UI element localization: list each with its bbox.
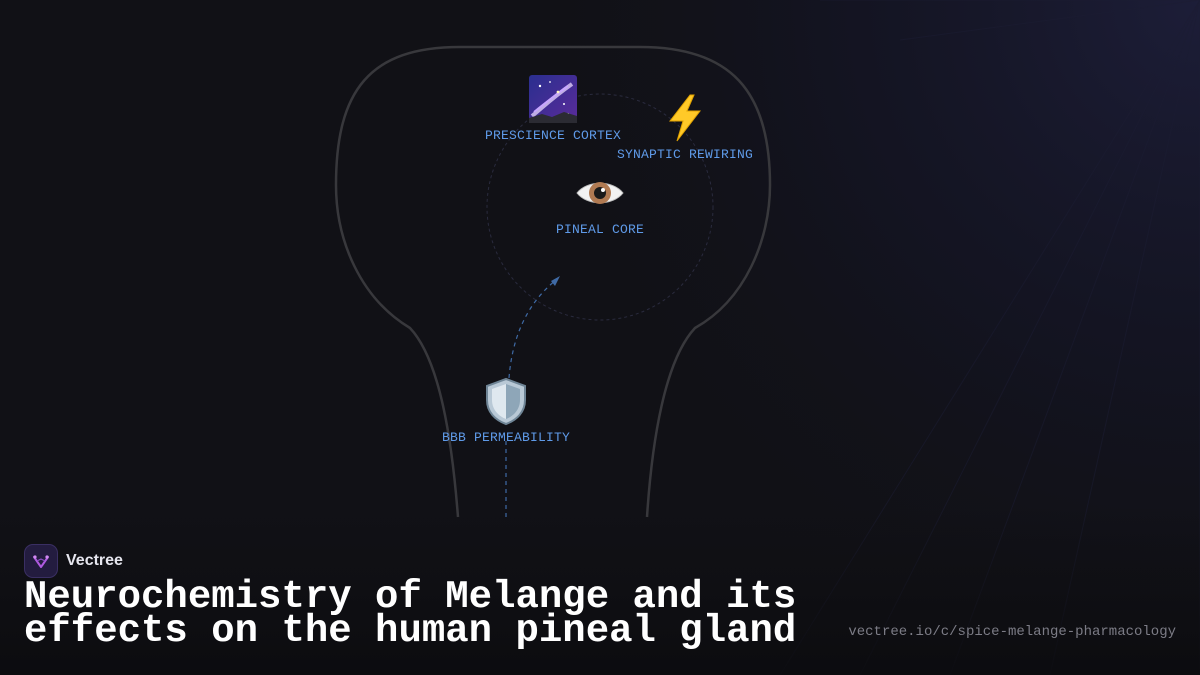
source-url[interactable]: vectree.io/c/spice-melange-pharmacology [848, 624, 1176, 640]
brand[interactable]: Vectree [24, 544, 123, 578]
node-label: SYNAPTIC REWIRING [616, 147, 754, 162]
node-pineal-core[interactable]: PINEAL CORE [525, 168, 675, 237]
brand-name: Vectree [66, 552, 123, 569]
edge-arrowhead [551, 276, 560, 286]
node-label: PRESCIENCE CORTEX [484, 128, 622, 143]
eye-icon [576, 182, 624, 204]
node-bbb-permeability[interactable]: BBB PERMEABILITY [431, 376, 581, 445]
node-label: PINEAL CORE [555, 222, 644, 237]
node-label: BBB PERMEABILITY [441, 430, 571, 445]
head-outline [334, 45, 772, 518]
node-synaptic-rewiring[interactable]: SYNAPTIC REWIRING [610, 93, 760, 162]
galaxy-icon [529, 75, 577, 123]
edge-bbb-to-pineal [505, 279, 557, 517]
node-prescience-cortex[interactable]: PRESCIENCE CORTEX [478, 74, 628, 143]
orbit-ring [486, 93, 714, 321]
lightning-icon [668, 94, 702, 142]
shield-icon [486, 377, 526, 426]
vectree-logo-icon [24, 544, 58, 578]
page-title: Neurochemistry of Melange and its effect… [24, 575, 797, 653]
